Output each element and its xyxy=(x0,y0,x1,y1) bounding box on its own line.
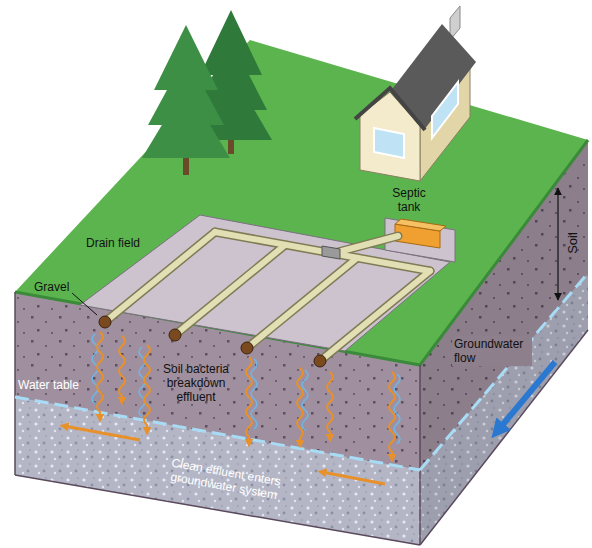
pipe xyxy=(175,245,285,335)
seepage-waves xyxy=(92,334,400,444)
pipe xyxy=(320,271,430,361)
face-shade xyxy=(420,140,588,545)
pipe xyxy=(338,236,398,252)
outflow-arrow xyxy=(322,472,385,484)
excavation-floor xyxy=(80,215,450,351)
outflow-arrow xyxy=(64,426,140,440)
aquifer-face xyxy=(15,397,420,545)
tree-crown xyxy=(142,85,230,158)
seepage-arrow xyxy=(97,332,103,418)
callout-label: Drain field xyxy=(86,236,140,250)
pipe-end xyxy=(169,329,181,341)
pipe-body xyxy=(105,232,430,361)
window xyxy=(374,128,404,158)
depth-bracket xyxy=(557,188,558,300)
aquifer-line xyxy=(420,273,588,470)
seepage-arrow xyxy=(389,372,395,458)
pipe xyxy=(338,236,398,252)
callout-label: Gravel xyxy=(34,280,69,294)
cistern-top xyxy=(395,219,446,231)
pipe xyxy=(247,258,357,348)
earth-face xyxy=(420,140,588,545)
seepage-arrow xyxy=(144,345,150,431)
flow-label: Groundwater flow xyxy=(452,336,532,366)
bracket-label: Soil xyxy=(566,232,580,254)
pipe-end xyxy=(99,316,111,328)
seepage-wave xyxy=(394,374,400,444)
leader-line xyxy=(72,293,97,315)
grass-edge xyxy=(15,140,588,365)
seepage-wave xyxy=(251,359,257,429)
window xyxy=(432,82,458,138)
seepage-arrow xyxy=(297,368,303,444)
pipe xyxy=(247,258,357,348)
roof-edge xyxy=(355,88,425,130)
seepage-arrow xyxy=(246,357,252,443)
pipe xyxy=(215,232,430,271)
tree xyxy=(142,25,230,175)
pipe-outline xyxy=(105,232,430,361)
seepage-arrow xyxy=(119,336,125,401)
pipe xyxy=(320,271,430,361)
house xyxy=(355,6,476,181)
pipe-end xyxy=(314,355,326,367)
pipe xyxy=(175,245,285,335)
flow-arrow xyxy=(500,362,555,428)
block-edge xyxy=(419,365,421,545)
block-edge xyxy=(420,330,588,545)
aquifer-line xyxy=(15,397,420,470)
seepage-arrows xyxy=(64,332,395,484)
distribution-box xyxy=(322,246,340,259)
pipe-network xyxy=(105,232,430,361)
callout-label: Septic tank xyxy=(383,186,435,214)
pipe xyxy=(215,232,430,271)
process-label: Soil bacteria breakdown effluent xyxy=(157,362,235,404)
seepage-arrow xyxy=(327,372,333,438)
seepage-wave xyxy=(302,370,308,430)
level-label: Water table xyxy=(18,378,79,392)
pipe-end xyxy=(241,342,253,354)
block-edge xyxy=(14,292,16,475)
process-label: Clean effluent enters groundwater system xyxy=(149,452,302,506)
